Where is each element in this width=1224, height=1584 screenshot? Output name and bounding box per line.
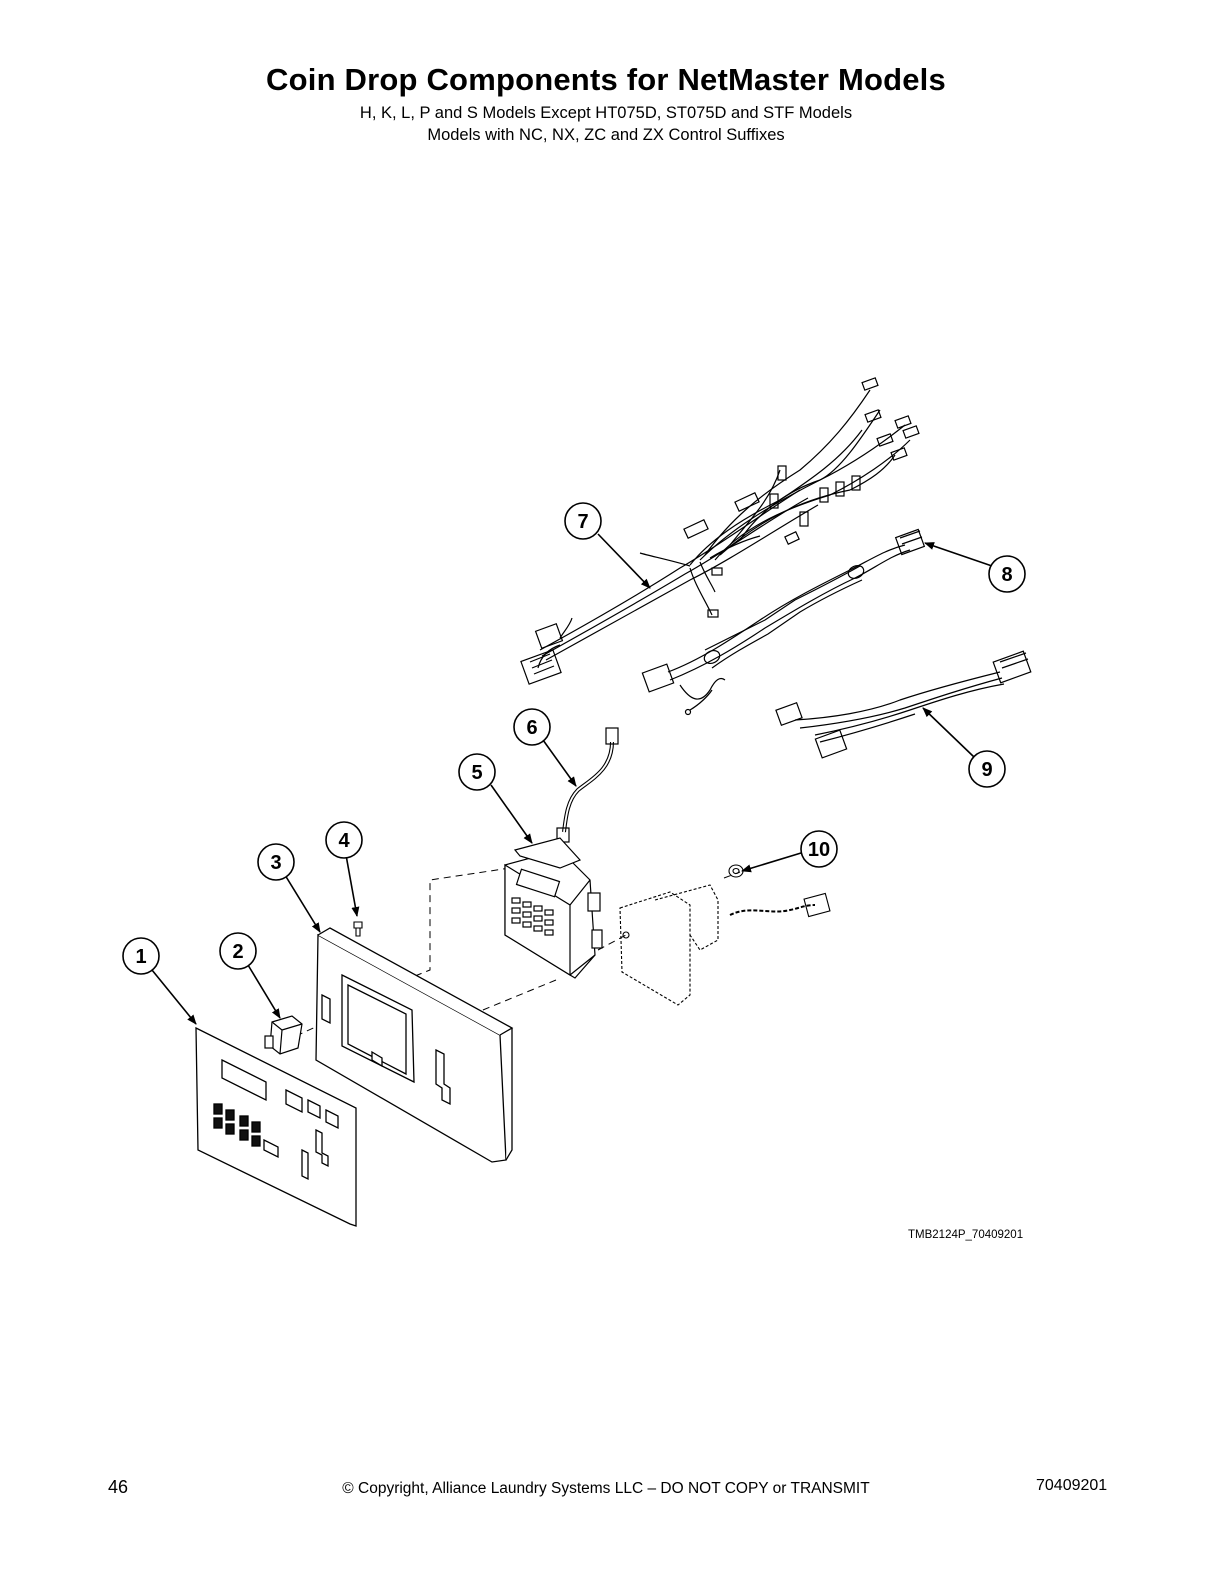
cable-6 [556,727,619,843]
page-subtitle-models: H, K, L, P and S Models Except HT075D, S… [359,104,853,122]
callout-label: 8 [1001,564,1012,586]
callout-label: 1 [135,946,146,968]
callout-5: 5 [458,753,496,791]
callout-8: 8 [988,555,1026,593]
callout-label: 7 [577,511,588,533]
screw-4 [353,921,363,937]
callout-label: 2 [232,941,243,963]
callout-1: 1 [122,937,160,975]
document-number: 70409201 [1036,1477,1108,1494]
control-module-5 [504,837,603,979]
callout-label: 4 [338,830,350,852]
callout-label: 5 [471,762,482,784]
callout-3: 3 [257,843,295,881]
callout-2: 2 [219,932,257,970]
page-title: Coin Drop Components for NetMaster Model… [266,62,946,97]
wire-harness-9 [775,650,1032,759]
front-overlay-1 [195,1026,357,1227]
callout-6: 6 [513,708,551,746]
leader-lines [151,533,993,1025]
callout-label: 3 [270,852,281,874]
callout-7: 7 [564,502,602,540]
wire-harness-7 [520,377,920,685]
callout-4: 4 [325,821,363,859]
coin-drop-bracket-10 [619,864,831,1006]
mounting-panel-3 [315,927,514,1163]
callout-label: 6 [526,717,537,739]
copyright-notice: © Copyright, Alliance Laundry Systems LL… [342,1480,870,1497]
page-subtitle-suffixes: Models with NC, NX, ZC and ZX Control Su… [427,126,785,144]
callout-10: 10 [800,830,838,868]
switch-2 [264,1015,303,1055]
callout-label: 10 [808,839,830,861]
callout-label: 9 [981,759,992,781]
page-number: 46 [108,1477,129,1497]
callout-9: 9 [968,750,1006,788]
drawing-id: TMB2124P_70409201 [908,1229,1024,1241]
wire-harness-8 [641,528,926,716]
